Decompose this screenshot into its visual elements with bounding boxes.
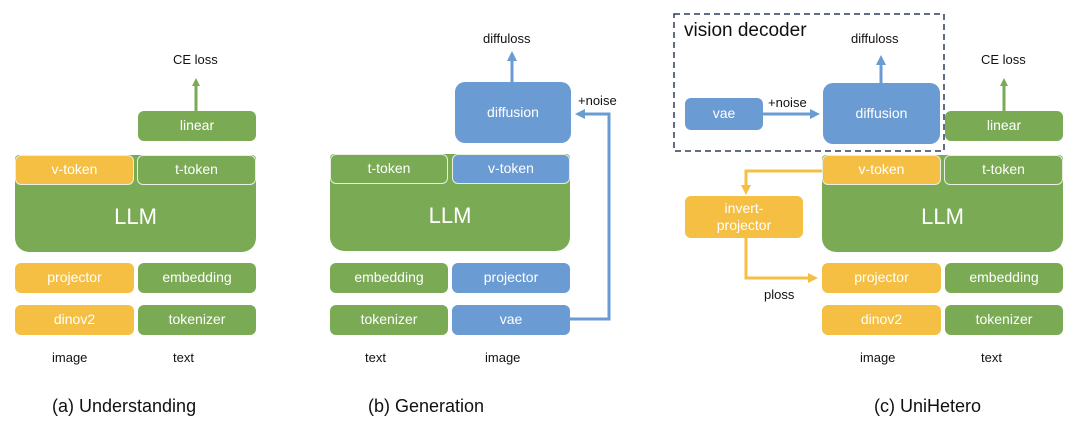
noise-label-c: +noise bbox=[768, 95, 807, 110]
ce-loss-label-a: CE loss bbox=[173, 52, 218, 67]
diffuloss-label-c: diffuloss bbox=[851, 31, 899, 46]
dinov2-block-c: dinov2 bbox=[822, 305, 941, 335]
t-token-block-c: t-token bbox=[944, 155, 1063, 185]
diffusion-block-b: diffusion bbox=[455, 82, 571, 143]
linear-block-a: linear bbox=[138, 111, 256, 141]
ploss-label: ploss bbox=[764, 287, 795, 302]
vision-decoder-title: vision decoder bbox=[684, 20, 807, 41]
input-label-text-c: text bbox=[981, 350, 1002, 365]
embedding-block-c: embedding bbox=[945, 263, 1063, 293]
t-token-block-a: t-token bbox=[137, 155, 256, 185]
v-token-block-c: v-token bbox=[822, 155, 941, 185]
t-token-block-b: t-token bbox=[330, 154, 448, 184]
vae-block-b: vae bbox=[452, 305, 570, 335]
arrow-invertprojector-to-projector bbox=[744, 238, 818, 283]
input-label-image-a: image bbox=[52, 350, 88, 365]
arrow-vae-to-diffusion-b bbox=[570, 109, 611, 321]
diffuloss-label-b: diffuloss bbox=[483, 31, 531, 46]
vae-block-c: vae bbox=[685, 98, 763, 130]
caption-unihetero: (c) UniHetero bbox=[874, 396, 982, 416]
ce-loss-label-c: CE loss bbox=[981, 52, 1026, 67]
diffusion-block-c: diffusion bbox=[823, 83, 940, 144]
projector-block-c: projector bbox=[822, 263, 941, 293]
tokenizer-block-c: tokenizer bbox=[945, 305, 1063, 335]
input-label-text-b: text bbox=[365, 350, 386, 365]
dinov2-block-a: dinov2 bbox=[15, 305, 134, 335]
tokenizer-block-a: tokenizer bbox=[138, 305, 256, 335]
projector-block-a: projector bbox=[15, 263, 134, 293]
caption-generation: (b) Generation bbox=[368, 396, 485, 416]
invert-projector-block: invert- projector bbox=[685, 196, 803, 238]
vision-decoder-frame bbox=[673, 13, 945, 152]
v-token-block-a: v-token bbox=[15, 155, 134, 185]
input-label-image-b: image bbox=[485, 350, 521, 365]
input-label-image-c: image bbox=[860, 350, 896, 365]
input-label-text-a: text bbox=[173, 350, 194, 365]
tokenizer-block-b: tokenizer bbox=[330, 305, 448, 335]
embedding-block-b: embedding bbox=[330, 263, 448, 293]
caption-understanding: (a) Understanding bbox=[52, 396, 197, 416]
linear-block-c: linear bbox=[945, 111, 1063, 141]
noise-label-b: +noise bbox=[578, 93, 617, 108]
embedding-block-a: embedding bbox=[138, 263, 256, 293]
v-token-block-b: v-token bbox=[452, 154, 570, 184]
arrow-vtoken-to-invertprojector bbox=[741, 169, 822, 195]
projector-block-b: projector bbox=[452, 263, 570, 293]
